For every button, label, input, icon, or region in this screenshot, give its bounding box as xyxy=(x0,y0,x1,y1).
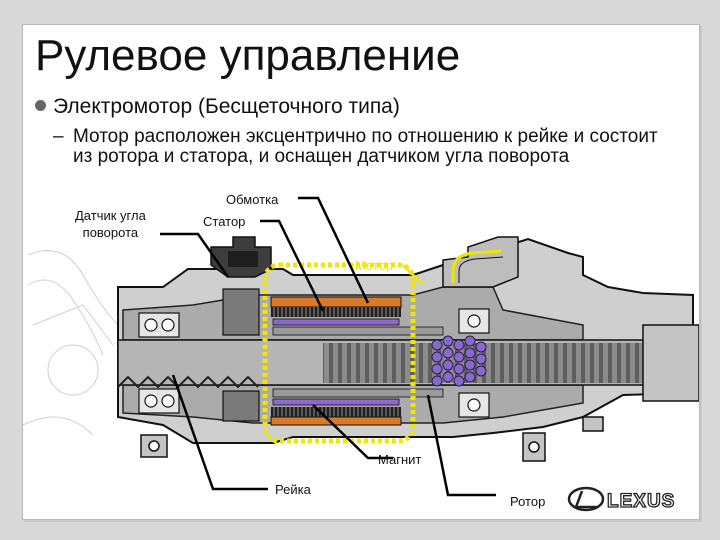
stator-core-bottom xyxy=(271,407,401,417)
right-tie-rod xyxy=(643,325,699,401)
rack-thread xyxy=(323,343,683,383)
stator-winding-top xyxy=(271,297,401,307)
magnet-bottom xyxy=(273,399,399,405)
magnet-top xyxy=(273,319,399,325)
stator-core-top xyxy=(271,307,401,317)
svg-text:LEXUS: LEXUS xyxy=(607,491,675,512)
label-rotor: Ротор xyxy=(510,493,545,510)
lexus-logo: LEXUS xyxy=(569,488,675,512)
label-magnet: Магнит xyxy=(378,451,421,468)
background-sketch xyxy=(23,251,118,436)
label-motor: Мотор xyxy=(355,257,393,274)
label-rack: Рейка xyxy=(275,481,311,498)
rotor-sleeve-bottom xyxy=(273,389,443,397)
label-angle-sensor-line1: Датчик угла xyxy=(75,207,146,224)
sensor-connector xyxy=(228,251,258,267)
label-winding: Обмотка xyxy=(226,191,278,208)
label-angle-sensor: Датчик угла поворота xyxy=(75,207,146,241)
rotor-sleeve-top xyxy=(273,327,443,335)
slide: Рулевое управление Электромотор (Бесщето… xyxy=(22,24,700,520)
label-stator: Статор xyxy=(203,213,245,230)
stator-winding-bottom xyxy=(271,417,401,425)
label-angle-sensor-line2: поворота xyxy=(75,224,146,241)
